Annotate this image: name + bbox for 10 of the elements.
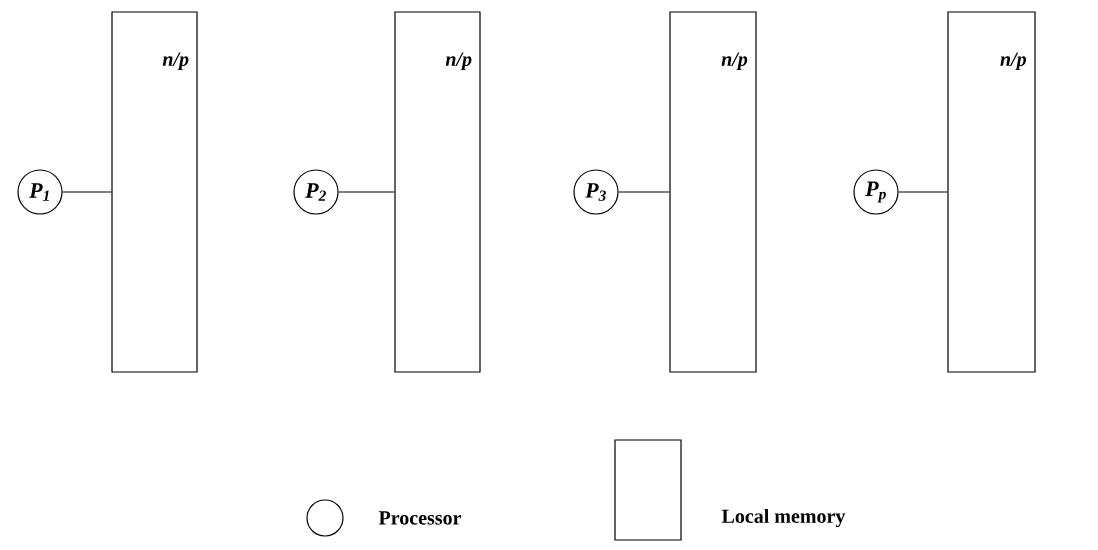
connector-line — [338, 191, 395, 193]
legend-label: Processor — [378, 511, 462, 525]
connector-line — [618, 191, 670, 193]
memory-box: n/p — [394, 11, 481, 373]
memory-box: n/p — [947, 11, 1036, 373]
connector-line — [898, 191, 948, 193]
memory-box: n/p — [111, 11, 198, 373]
memory-box: n/p — [669, 11, 757, 373]
connector-line — [62, 191, 112, 193]
legend-label: Local memory — [721, 508, 846, 528]
